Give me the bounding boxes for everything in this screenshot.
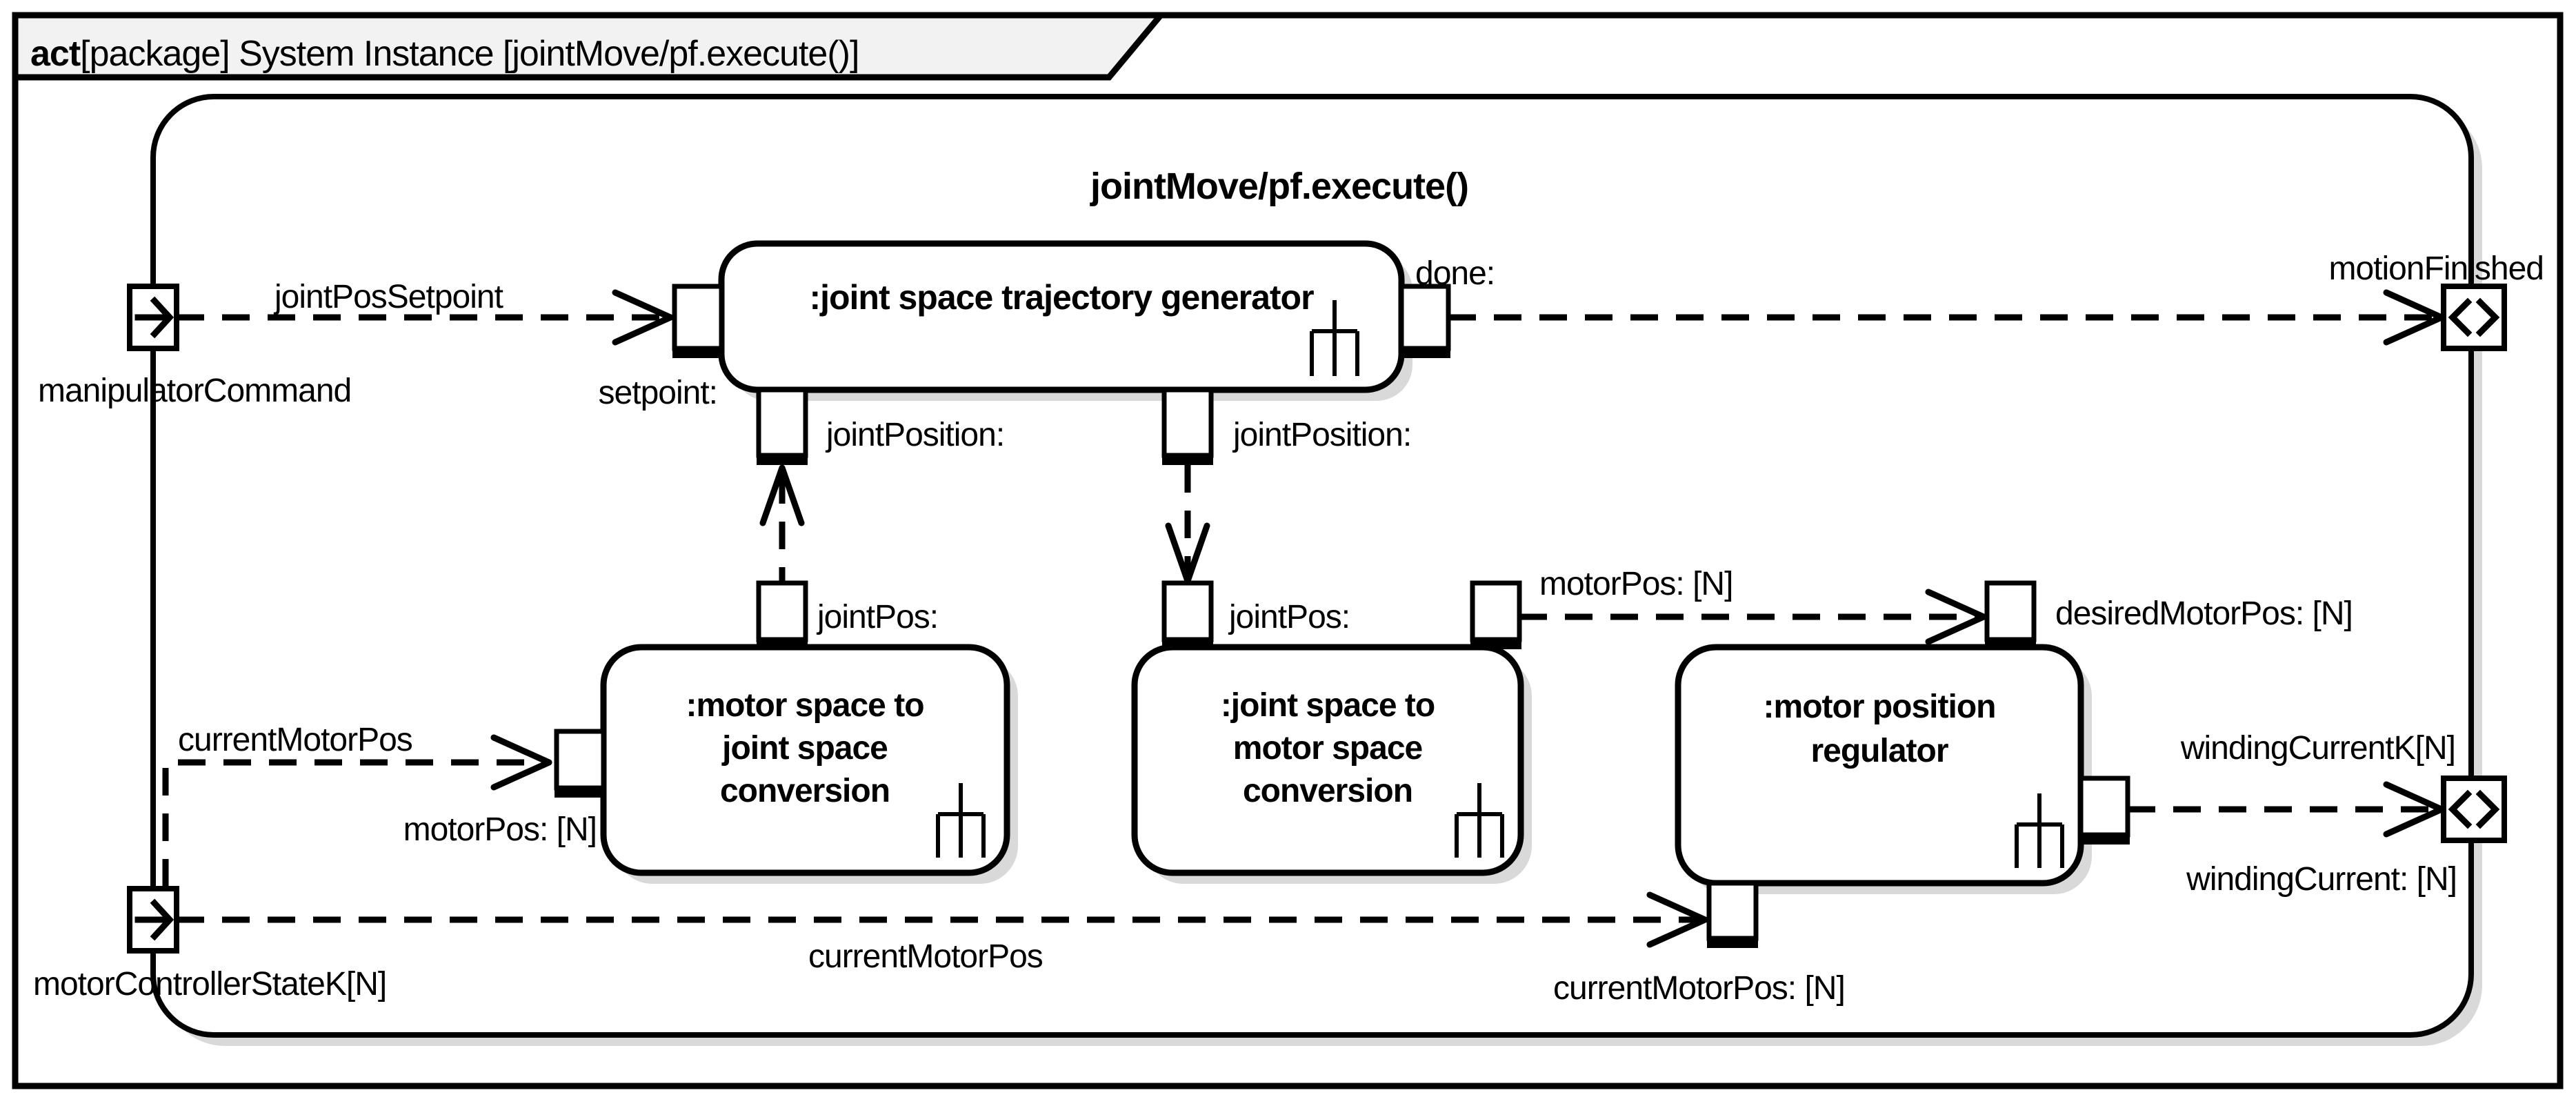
block-title-line: regulator [1810, 733, 1948, 769]
port-label: done: [1415, 255, 1495, 292]
block-title-line: conversion [720, 773, 890, 809]
frame-port-motorControllerStateK [127, 886, 179, 954]
frame-port-label: manipulatorCommand [38, 373, 351, 409]
angle-brackets-icon [2448, 789, 2500, 829]
port-jointPos-left [756, 580, 808, 649]
flow-label: jointPosSetpoint [273, 279, 503, 315]
block-joint-space-to-motor-space-conversion: :joint space to motor space conversion [1131, 644, 1532, 884]
arrowhead [2383, 781, 2445, 838]
block-body [1675, 644, 2084, 887]
activity-body [150, 94, 2474, 1038]
right-arrow-icon [134, 296, 174, 339]
frame-port-label: motionFinished [2329, 250, 2544, 287]
port-label: jointPos: [1228, 599, 1350, 635]
flow-label: motorPos: [N] [1539, 566, 1733, 602]
arrowhead [1925, 589, 1987, 645]
port-label: jointPosition: [825, 417, 1004, 453]
port-label: currentMotorPos: [N] [1553, 970, 1845, 1007]
activity-title: jointMove/pf.execute() [1090, 166, 1468, 207]
block-title-line: :motor space to [686, 687, 923, 724]
arrowhead [1646, 891, 1708, 948]
block-body [1131, 644, 1524, 876]
frame-tab-title: act[package] System Instance [jointMove/… [30, 34, 859, 74]
block-body [718, 240, 1405, 393]
port-jointPos-right [1161, 580, 1214, 649]
arrowhead [759, 464, 805, 526]
block-title-line: joint space [721, 730, 888, 767]
right-arrow-icon [134, 898, 174, 941]
port-label: desiredMotorPos: [N] [2055, 595, 2353, 632]
flow-label: currentMotorPos [178, 722, 412, 758]
rake-icon [1310, 300, 1359, 376]
port-motorPos-out [1470, 580, 1522, 649]
port-motorPos-left [554, 729, 606, 798]
arrowhead [2383, 289, 2445, 346]
frame-port-label: windingCurrentK[N] [2180, 730, 2455, 767]
port-label: motorPos: [N] [403, 811, 597, 848]
connector-currentMotorPos-upper [162, 759, 542, 887]
rake-icon [1455, 783, 1504, 858]
frame-port-label: motorControllerStateK[N] [33, 966, 386, 1003]
flow-label: currentMotorPos [808, 938, 1043, 975]
block-title-line: :motor position [1764, 689, 1996, 725]
port-desiredMotorPos [1984, 580, 2037, 649]
block-joint-space-trajectory-generator: :joint space trajectory generator [718, 240, 1412, 401]
frame-port-motionFinished [2441, 284, 2507, 351]
rake-icon [936, 783, 986, 858]
port-jointPosition-left [756, 387, 808, 465]
block-motor-position-regulator: :motor position regulator [1675, 644, 2092, 894]
rake-icon [2015, 793, 2064, 868]
block-title-line: conversion [1243, 773, 1412, 809]
arrowhead [612, 289, 674, 346]
arrowhead [1165, 522, 1210, 584]
block-title-line: motor space [1233, 730, 1423, 767]
port-jointPosition-right [1161, 387, 1214, 465]
block-title: :joint space trajectory generator [809, 278, 1314, 317]
port-done [1399, 284, 1451, 358]
port-label: jointPos: [816, 599, 938, 635]
port-label: jointPosition: [1232, 417, 1411, 453]
block-motor-space-to-joint-space-conversion: :motor space to joint space conversion [600, 644, 1018, 884]
arrowhead [490, 734, 552, 791]
frame-port-windingCurrentK [2441, 776, 2507, 843]
frame-port-manipulatorCommand [127, 284, 179, 351]
port-label: setpoint: [599, 375, 717, 411]
port-label: windingCurrent: [N] [2186, 861, 2457, 898]
port-currentMotorPos-regulator [1706, 880, 1759, 948]
angle-brackets-icon [2448, 297, 2500, 337]
frame-title-tab [12, 12, 1168, 81]
block-title-line: :joint space to [1221, 687, 1435, 724]
port-setpoint [672, 284, 724, 358]
port-windingCurrent [2078, 776, 2130, 845]
